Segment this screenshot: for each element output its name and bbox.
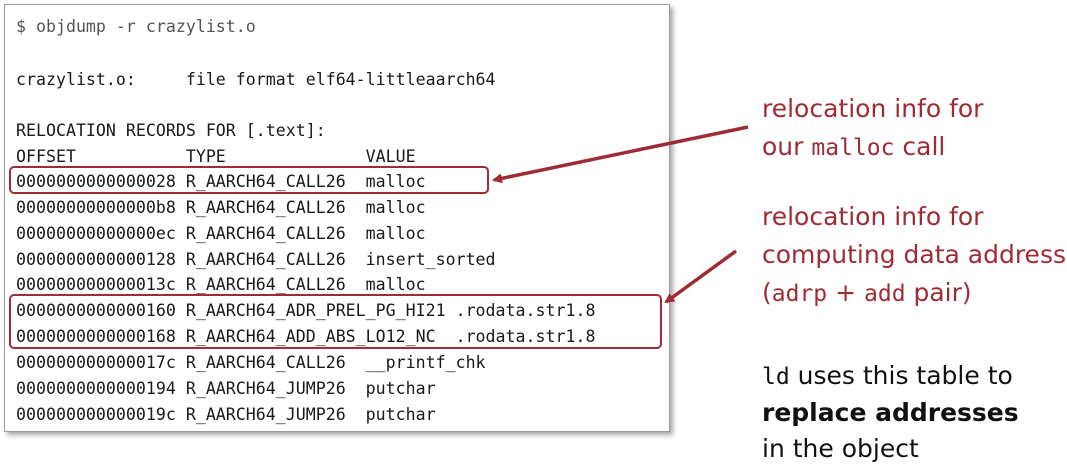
malloc-annotation-line1: relocation info for [762, 94, 984, 123]
relocation-row: 0000000000000160 R_AARCH64_ADR_PREL_PG_H… [16, 301, 596, 320]
relocation-row: 0000000000000028 R_AARCH64_CALL26 malloc [16, 172, 426, 191]
relocation-row: 0000000000000168 R_AARCH64_ADD_ABS_LO12_… [16, 327, 596, 346]
ld-annotation-line2: replace addresses [762, 398, 1019, 427]
data-address-arrow [664, 249, 738, 304]
ld-annotation-line1: ld uses this table to [762, 361, 1013, 390]
terminal-window: $ objdump -r crazylist.o crazylist.o: fi… [4, 4, 670, 432]
relocation-row: 000000000000013c R_AARCH64_CALL26 malloc [16, 275, 426, 294]
data-annotation-line1: relocation info for [762, 202, 984, 231]
relocation-row: 000000000000019c R_AARCH64_JUMP26 putcha… [16, 405, 436, 424]
data-annotation-line2: computing data address [762, 240, 1066, 269]
relocation-row: 0000000000000194 R_AARCH64_JUMP26 putcha… [16, 379, 436, 398]
malloc-annotation: relocation info for our malloc call [762, 90, 983, 167]
data-annotation-line3: (adrp + add pair) [762, 278, 972, 307]
data-address-highlight-box [9, 294, 662, 349]
malloc-highlight-box [9, 166, 489, 194]
data-address-annotation: relocation info for computing data addre… [762, 198, 1066, 313]
relocation-row: 000000000000017c R_AARCH64_CALL26 __prin… [16, 353, 486, 372]
ld-annotation: ld uses this table to replace addresses … [762, 358, 1019, 467]
relocation-row: 00000000000000ec R_AARCH64_CALL26 malloc [16, 224, 426, 243]
relocation-row: 00000000000000b8 R_AARCH64_CALL26 malloc [16, 198, 426, 217]
relocation-records-header: RELOCATION RECORDS FOR [.text]: [16, 121, 326, 140]
column-headers: OFFSET TYPE VALUE [16, 147, 416, 166]
ld-annotation-line3: in the object [762, 434, 919, 463]
file-format-line: crazylist.o: file format elf64-littleaar… [16, 70, 496, 89]
relocation-row: 0000000000000128 R_AARCH64_CALL26 insert… [16, 250, 496, 269]
terminal-command-line: $ objdump -r crazylist.o [16, 17, 256, 36]
malloc-annotation-line2: our malloc call [762, 132, 946, 161]
